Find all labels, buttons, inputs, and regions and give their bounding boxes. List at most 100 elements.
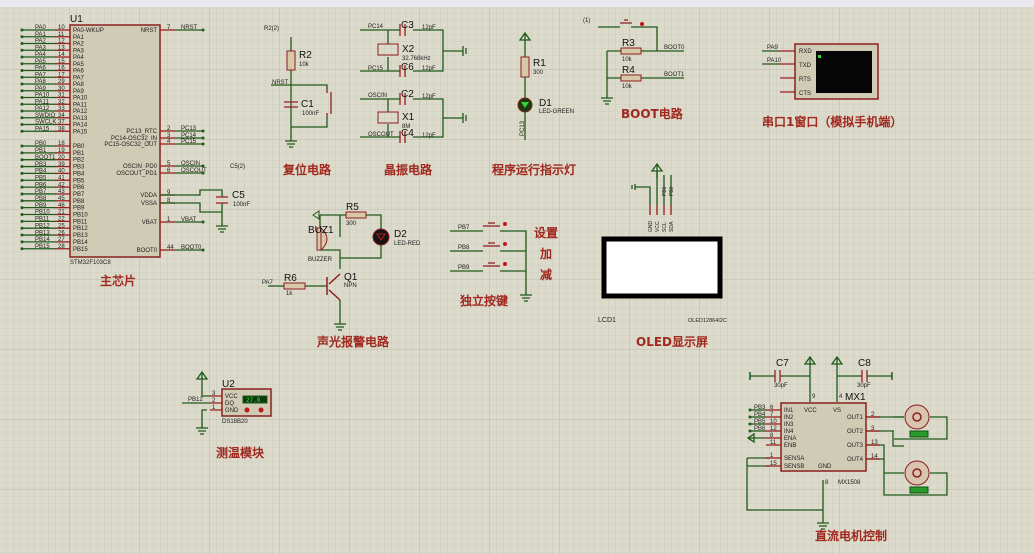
key-circuit[interactable]: PB7 PB8 PB9 设置 加 减 (450, 222, 558, 302)
pin-terminal[interactable] (20, 62, 24, 66)
pin-terminal[interactable] (20, 178, 24, 182)
pin-terminal[interactable] (20, 89, 24, 93)
net-label: PB0 (35, 141, 47, 147)
pin-terminal[interactable] (201, 129, 205, 133)
pin-terminal[interactable] (20, 55, 24, 59)
pin-terminal[interactable] (20, 213, 24, 216)
pin-terminal[interactable] (20, 109, 24, 113)
motor-driver[interactable]: C7 30pF C8 30pF MX1 MX1508 9 4 VCC VS GN… (746, 356, 948, 530)
pin-terminal[interactable] (20, 96, 24, 99)
pin-terminal[interactable] (20, 129, 24, 133)
pin-terminal[interactable] (20, 69, 24, 72)
pin-num: 43 (58, 189, 65, 195)
pin-terminal[interactable] (20, 48, 24, 52)
pin-num: 34 (58, 113, 65, 119)
voltage-probe-r2[interactable]: R2(2) (264, 26, 279, 32)
pin-num: 10 (770, 419, 777, 425)
pin-terminal[interactable] (748, 415, 752, 419)
led-indicator[interactable]: R1 300 D1 LED-GREEN PC13 (517, 32, 574, 140)
r2-value: 10k (299, 62, 310, 68)
pin-name: PB10 (73, 213, 88, 219)
net-label: PB12 (35, 223, 50, 229)
capacitor-c5[interactable]: C5 100nF C5(2) (160, 164, 250, 233)
crystal-circuit[interactable]: PC14 PC15 OSCIN OSCOUT C3 12pF C6 12pF C… (360, 20, 467, 143)
pin-terminal[interactable] (20, 151, 24, 155)
x1-value: 8M (402, 124, 410, 130)
pin-terminal[interactable] (201, 28, 205, 32)
pin-terminal[interactable] (20, 35, 24, 39)
pin-terminal[interactable] (20, 247, 24, 251)
pin-terminal[interactable] (748, 429, 752, 433)
net-label: OSCOUT (181, 168, 207, 174)
pin-name: PA10 (73, 96, 88, 102)
pin-name: BOOT0 (137, 248, 158, 254)
net-label: PB3 (754, 405, 766, 411)
net-label: PC15 (181, 139, 197, 145)
oled-display[interactable]: GND VCC SCL SDA PB1 PB0 LCD1 OLED12864I2… (598, 163, 727, 324)
boot-circuit[interactable]: (1) R3 10k R4 10k BOOT0 BOOT1 (583, 18, 685, 105)
net-label: PA1 (35, 32, 47, 38)
pin-terminal[interactable] (20, 75, 24, 79)
net-label: PA8 (35, 79, 47, 85)
pin-num: 8 (825, 480, 829, 486)
net-label: PC13 (181, 126, 197, 132)
pin-terminal[interactable] (201, 220, 205, 224)
pin-terminal[interactable] (20, 165, 24, 169)
pin-terminal[interactable] (20, 42, 24, 45)
pin-terminal[interactable] (20, 144, 24, 148)
pin-num: 15 (770, 461, 777, 467)
pin-name: OUT2 (847, 429, 864, 435)
pin-name: PA2 (73, 42, 85, 48)
pin-terminal[interactable] (20, 82, 24, 86)
pin-terminal[interactable] (20, 199, 24, 203)
pin-terminal[interactable] (201, 142, 205, 146)
pin-name: PB6 (73, 185, 85, 191)
net-boot0: BOOT0 (664, 45, 685, 51)
pin-terminal[interactable] (20, 226, 24, 230)
virtual-terminal[interactable]: PA9 PA10 RXD TXD RTS CTS (762, 43, 879, 100)
voltage-probe-boot[interactable]: (1) (583, 18, 590, 24)
window-top-border (0, 0, 1034, 7)
net-pc15: PC15 (368, 66, 384, 72)
pin-terminal[interactable] (20, 102, 24, 106)
net-label: PB7 (35, 189, 47, 195)
pin-terminal[interactable] (20, 116, 24, 120)
pin-name: PA11 (73, 102, 87, 108)
c8-ref: C8 (858, 358, 871, 369)
reset-circuit[interactable]: R2(2) R2 10k NRST C1 100nF (264, 26, 332, 148)
pin-terminal[interactable] (20, 123, 24, 126)
pin-terminal[interactable] (20, 192, 24, 196)
pin-num: 19 (58, 148, 65, 154)
u2-ref: U2 (222, 379, 235, 390)
x2-ref: X2 (402, 44, 415, 55)
alarm-circuit[interactable]: R5 300 D2 LED-RED BUZ1 BUZZER R6 1k Q1 N… (262, 202, 421, 331)
pin-num: 31 (58, 93, 65, 99)
pin-terminal[interactable] (748, 408, 752, 412)
ds18b20-sensor[interactable]: 27.0 U2 DS18B20 PB12 3 2 1 VCC DQ GND (182, 371, 272, 435)
voltage-probe-c5[interactable]: C5(2) (230, 164, 245, 170)
pin-terminal[interactable] (20, 28, 24, 32)
pin-terminal[interactable] (20, 240, 24, 244)
pin-terminal[interactable] (20, 219, 24, 223)
net-label: PB14 (35, 237, 50, 243)
block-label-keys: 独立按键 (459, 293, 508, 308)
d1-ref: D1 (539, 98, 552, 109)
pin-terminal[interactable] (20, 171, 24, 175)
c8-value: 30pF (857, 383, 871, 389)
pin-terminal[interactable] (201, 171, 205, 175)
pin-name: ENB (784, 443, 796, 449)
pin-terminal[interactable] (20, 185, 24, 189)
pin-terminal[interactable] (201, 248, 205, 252)
pin-scl: SCL (662, 222, 668, 232)
net-label: PB3 (35, 162, 47, 168)
pin-terminal[interactable] (748, 422, 752, 426)
pin-terminal[interactable] (20, 233, 24, 237)
pin-terminal[interactable] (201, 164, 205, 168)
pin-terminal[interactable] (201, 136, 205, 140)
pin-terminal[interactable] (20, 206, 24, 210)
net-label: PB4 (35, 169, 47, 175)
pin-terminal[interactable] (20, 158, 24, 162)
pin-num: 4 (839, 394, 843, 400)
